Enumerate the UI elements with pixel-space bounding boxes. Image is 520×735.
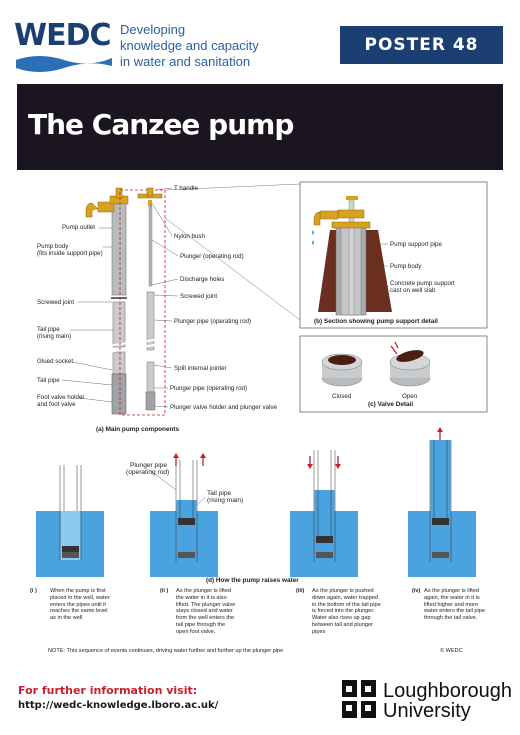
label-support-pipe: Pump support pipe (390, 241, 442, 248)
caption-section-detail: (b) Section showing pump support detail (314, 318, 438, 325)
label-plunger-pipe: Plunger pipe (operating rod) (174, 318, 252, 325)
label-foot-valve-2: and foot valve (37, 401, 76, 408)
caption-raise-sequence: (d) How the pump raises water (206, 577, 299, 584)
label-valve-open: Open (402, 393, 418, 400)
label-pump-body: Pump body (37, 243, 69, 250)
pump-assembly-left (85, 187, 129, 415)
tagline: Developing knowledge and capacity in wat… (120, 22, 270, 70)
label-section-pump-body: Pump body (390, 263, 422, 270)
tagline-line: in water and sanitation (120, 54, 251, 69)
footer-url-link[interactable]: http://wedc-knowledge.lboro.ac.uk/ (18, 700, 219, 711)
label-glued-socket: Glued socket (37, 358, 74, 365)
label-concrete: Concrete pump support (390, 280, 455, 287)
label-discharge-holes: Discharge holes (180, 276, 225, 283)
label-pump-outlet: Pump outlet (62, 224, 96, 231)
university-name-line2: University (383, 700, 471, 722)
label-seq-tail-pipe: Tail pipe (207, 490, 232, 497)
label-plunger-valve: Plunger valve holder and plunger valve (170, 404, 277, 411)
tagline-line: Developing (120, 22, 186, 37)
step-1-text: When the pump is first placed in the wel… (50, 588, 110, 622)
section-detail-box (164, 181, 488, 329)
step-2-number: (ii ) (160, 588, 169, 594)
label-seq-tail-pipe-2: (rising main) (207, 497, 244, 504)
label-seq-plunger-pipe-2: (operating rod) (126, 469, 170, 476)
step-1-number: (i ) (30, 588, 37, 594)
step-4-number: (iv) (412, 588, 421, 594)
step-2-text: As the plunger is lifted the water in it… (176, 588, 236, 635)
caption-main-components: (a) Main pump components (96, 426, 180, 433)
step-3-text: As the plunger is pushed down again, wat… (312, 588, 381, 635)
label-split-jointer: Split internal jointer (174, 365, 227, 372)
label-plunger-rod: Plunger (operating rod) (180, 253, 244, 260)
step-4-text: As the plunger is lifted again, the wate… (424, 588, 485, 622)
footer-heading: For further information visit: (18, 684, 198, 697)
label-seq-plunger-pipe: Plunger pipe (130, 462, 168, 469)
wedc-logo: WEDC (14, 18, 112, 53)
plunger-assembly-right (137, 187, 163, 411)
label-foot-valve: Foot valve holder (37, 394, 85, 401)
sequence-note: NOTE: This sequence of events continues,… (48, 648, 284, 654)
label-tail-pipe: Tail pipe (37, 326, 60, 333)
page-title: The Canzee pump (28, 108, 294, 141)
label-screwed-joint-right: Screwed joint (180, 293, 218, 300)
wedc-logo-wave (16, 56, 112, 72)
label-tail-pipe-note: (rising main) (37, 333, 72, 340)
university-name-line1: Loughborough (383, 680, 513, 702)
label-screwed-joint-left: Screwed joint (37, 299, 75, 306)
step-3-number: (iii) (296, 588, 305, 594)
sequence-diagrams (36, 427, 476, 577)
label-t-handle: T handle (174, 185, 198, 192)
tagline-line: knowledge and capacity (120, 38, 259, 53)
university-crest (342, 680, 376, 718)
copyright: © WEDC (440, 648, 463, 654)
label-plunger-pipe-2: Plunger pipe (operating rod) (170, 385, 248, 392)
label-valve-closed: Closed (332, 393, 352, 400)
label-nylon-bush: Nylon bush (174, 233, 205, 240)
label-pump-body-note: (fits inside support pipe) (37, 250, 103, 257)
caption-valve-detail: (c) Valve Detail (368, 401, 414, 408)
label-tail-pipe-2: Tail pipe (37, 377, 60, 384)
valve-detail-box (299, 335, 488, 413)
label-concrete-2: cast on well slab (390, 287, 436, 294)
poster-number-badge: POSTER 48 (340, 26, 503, 64)
title-banner (17, 84, 503, 170)
